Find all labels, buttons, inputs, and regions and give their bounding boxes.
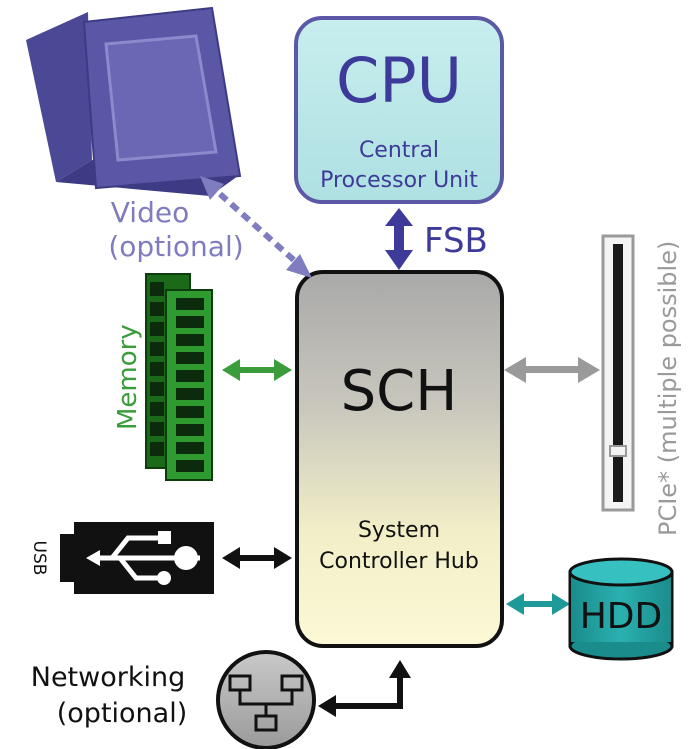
video-connector — [200, 176, 312, 278]
video-label-line2: (optional) — [108, 230, 243, 263]
usb-icon — [60, 522, 214, 594]
networking-label-line2: (optional) — [57, 698, 188, 729]
usb-label: USB — [29, 541, 49, 576]
fsb-connector: FSB — [385, 208, 488, 270]
memory-module-icon — [145, 273, 213, 481]
cpu-subtitle-line1: Central — [359, 138, 439, 163]
cpu-subtitle-line2: Processor Unit — [320, 168, 478, 193]
sch-subtitle-line1: System — [358, 518, 440, 543]
sch-block: SCH System Controller Hub — [295, 270, 504, 648]
monitor-icon — [26, 6, 242, 196]
cpu-block: CPU Central Processor Unit — [294, 16, 504, 204]
sch-title: SCH — [341, 359, 458, 424]
cpu-title: CPU — [336, 44, 462, 117]
pcie-slot-icon — [601, 234, 635, 512]
networking-label-line1: Networking — [31, 662, 186, 693]
network-icon — [216, 650, 316, 749]
memory-label: Memory — [113, 324, 143, 430]
hard-disk-icon — [568, 557, 674, 661]
pcie-connector — [504, 357, 600, 383]
memory-connector — [222, 359, 292, 381]
fsb-label: FSB — [424, 221, 488, 261]
cpu-box — [294, 16, 504, 204]
sch-box — [295, 270, 504, 648]
networking-connector — [318, 660, 411, 717]
pcie-label: PCIe* (multiple possible) — [654, 241, 682, 536]
video-label-line1: Video — [111, 196, 189, 229]
sch-subtitle-line2: Controller Hub — [319, 549, 479, 574]
usb-connector — [222, 547, 292, 569]
hdd-connector — [506, 593, 570, 615]
hdd-label: HDD — [580, 596, 663, 637]
